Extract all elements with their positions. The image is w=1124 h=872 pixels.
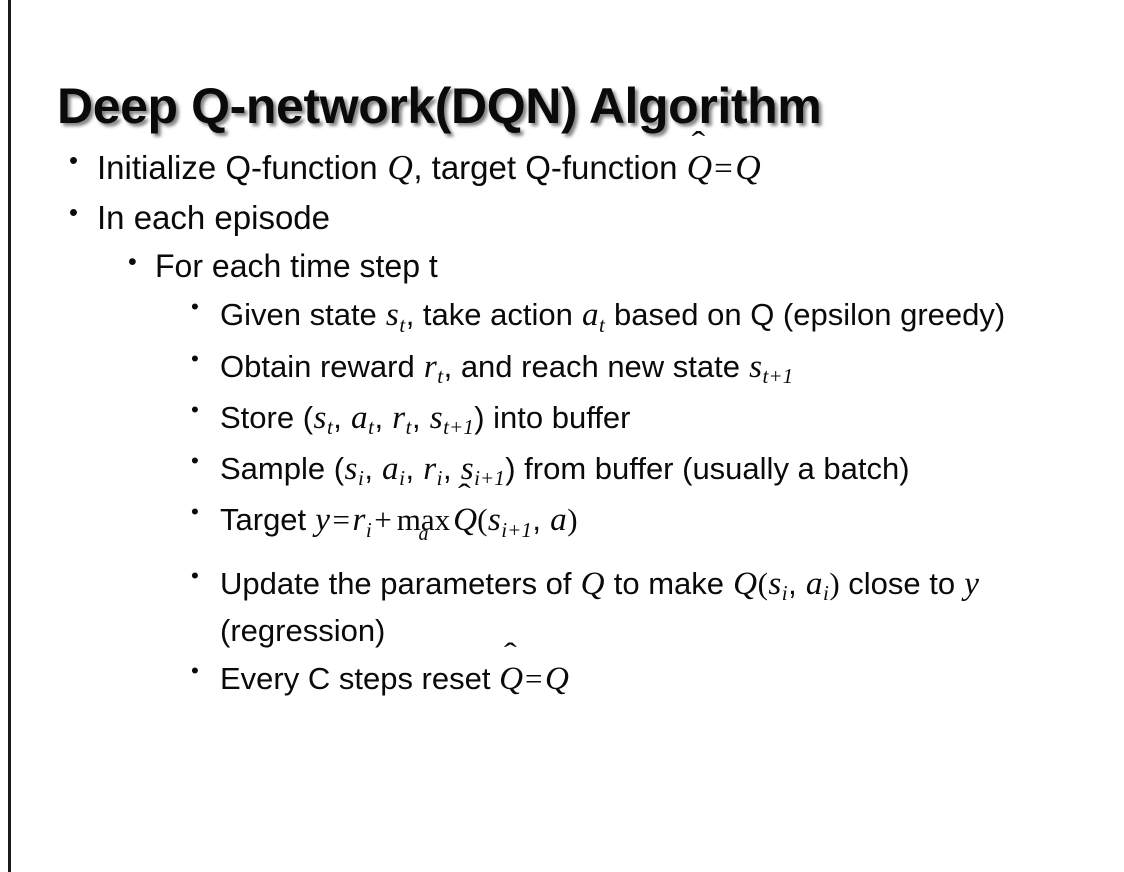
bullet-text: Target y=ri+maxaQ(si+1, a) [220,496,1094,545]
math-q: Q [545,659,569,697]
bullet-given-state-take-action: • Given state st, take action at based o… [0,291,1124,340]
math-y: y [315,501,330,539]
bullet-text: Obtain reward rt, and reach new state st… [220,347,794,388]
math-a: a [351,398,368,436]
math-a: a [550,501,567,539]
math-s: s [429,398,443,436]
math-equals: = [525,660,543,696]
bullet-text: Update the parameters of Q to make Q(si,… [220,564,979,648]
math-max-limit: a [418,522,429,545]
bullet-obtain-reward-reach-new-state: • Obtain reward rt, and reach new state … [0,343,1124,392]
bullet-text: Sample (si, ai, ri, si+1) from buffer (u… [220,450,910,491]
math-q-hat: Q [453,496,477,543]
math-subscript: t [599,312,605,337]
math-r: r [423,347,437,385]
bullet-text: Given state st, take action at based on … [220,296,1006,337]
bullet-for-each-time-step: • For each time step t [0,246,1124,288]
math-a: a [382,450,399,488]
slide-left-edge-rule [8,0,11,872]
math-subscript: i [822,580,829,605]
bullet-every-c-steps-reset: • Every C steps reset Q=Q [0,655,1124,702]
math-q-hat: Q [499,655,523,702]
bullet-update-parameters-regression: • Update the parameters of Q to make Q(s… [0,560,1124,653]
math-s: s [768,564,782,602]
bullet-text: For each time step t [155,247,438,284]
slide-body-bullet-list: • Initialize Q-function Q, target Q-func… [0,145,1124,704]
math-plus: + [374,502,392,538]
bullet-text: In each episode [97,198,331,236]
math-subscript: i [436,466,443,491]
math-subscript: i [357,466,364,491]
math-paren-close: ) [567,502,578,538]
bullet-text: Every C steps reset Q=Q [220,655,1094,702]
math-s: s [385,296,399,334]
math-r: r [392,398,406,436]
math-q: Q [733,564,758,602]
math-s: s [313,398,327,436]
math-subscript: i [365,517,372,542]
math-s: s [487,501,501,539]
math-y: y [964,564,979,602]
bullet-initialize-q-function: • Initialize Q-function Q, target Q-func… [0,145,1124,191]
math-a: a [581,296,599,334]
bullet-marker-icon: • [191,562,199,588]
math-subscript: t [405,415,412,440]
bullet-marker-icon: • [191,657,199,683]
math-a: a [805,564,823,602]
bullet-marker-icon: • [191,396,199,422]
math-subscript: t [368,415,374,440]
math-q: Q [580,564,605,602]
math-subscript: i [399,466,405,491]
bullet-target-equation: • Target y=ri+maxaQ(si+1, a) [0,496,1124,545]
math-r: r [423,450,437,488]
math-paren-close: ) [829,565,840,601]
bullet-marker-icon: • [69,147,79,175]
math-q: Q [735,148,761,187]
math-s: s [344,450,358,488]
math-subscript: i+1 [501,517,532,542]
math-subscript: t [437,363,444,388]
bullet-marker-icon: • [69,198,79,227]
math-subscript: i [781,580,788,605]
math-s: s [749,347,763,385]
math-subscript: t+1 [762,363,794,388]
math-subscript: i+1 [474,466,505,491]
slide-title: Deep Q-network(DQN) Algorithm [57,77,822,134]
bullet-in-each-episode: • In each episode [0,197,1124,240]
math-subscript: t+1 [443,415,474,440]
bullet-text: Store (st, at, rt, st+1) into buffer [220,398,631,440]
math-q: Q [387,148,413,187]
math-paren-open: ( [757,565,768,601]
math-subscript: t [326,415,333,440]
math-q-hat: Q [687,145,713,191]
math-equals: = [714,151,733,187]
math-equals: = [332,502,350,538]
bullet-store-into-buffer: • Store (st, at, rt, st+1) into buffer [0,394,1124,443]
bullet-marker-icon: • [191,499,199,525]
math-subscript: t [399,312,406,337]
bullet-sample-from-buffer: • Sample (si, ai, ri, si+1) from buffer … [0,445,1124,494]
math-max-label: max [396,502,451,538]
bullet-marker-icon: • [191,448,199,474]
bullet-marker-icon: • [128,247,137,276]
math-r: r [352,501,366,539]
bullet-text: Initialize Q-function Q, target Q-functi… [97,145,1084,191]
bullet-marker-icon: • [191,294,199,320]
bullet-marker-icon: • [191,345,199,371]
math-paren-open: ( [477,502,488,538]
